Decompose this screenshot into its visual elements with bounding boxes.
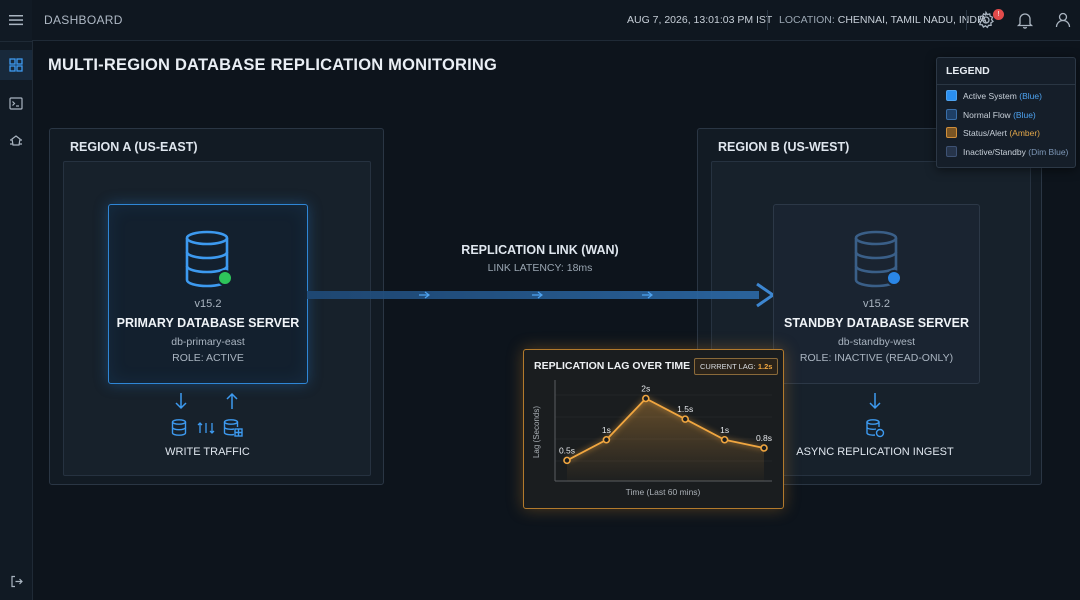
location-value: CHENNAI, TAMIL NADU, INDIA [837,14,987,26]
status-dot [217,270,233,286]
divider [767,10,768,30]
database-write-icon [170,418,190,443]
standby-server-card[interactable]: v15.2 STANDBY DATABASE SERVER db-standby… [773,204,980,384]
legend-item: Normal Flow (Blue) [946,108,1036,122]
sidebar [0,0,33,600]
bug-nav-icon[interactable] [0,126,32,156]
status-dot [886,270,902,286]
legend-label: Inactive/Standby [963,147,1026,157]
current-lag-value: 1.2s [757,362,773,371]
menu-icon[interactable] [0,5,32,35]
legend-accent: (Amber) [1009,128,1041,138]
legend-accent: (Blue) [1019,91,1042,101]
data-point [720,435,729,444]
location: LOCATION: CHENNAI, TAMIL NADU, INDIA [779,0,987,40]
legend-panel: LEGEND Active System (Blue) Normal Flow … [936,57,1076,168]
write-traffic-label: WRITE TRAFFIC [165,446,250,458]
arrow-up-icon [225,392,239,415]
terminal-nav-icon[interactable] [0,88,32,118]
divider [966,10,967,30]
legend-label: Normal Flow [963,110,1011,120]
lag-area [567,398,764,481]
database-sync-icon [865,418,885,443]
legend-label: Active System [963,91,1017,101]
data-point [681,415,689,423]
logout-icon[interactable] [0,566,32,596]
dashboard-nav-icon[interactable] [0,50,32,80]
location-label: LOCATION: [779,14,835,26]
async-ingest-label: ASYNC REPLICATION INGEST [796,446,954,458]
server-role: ROLE: INACTIVE (READ-ONLY) [799,352,954,364]
bell-icon[interactable] [1015,10,1035,30]
server-host: db-standby-west [837,336,916,348]
data-label: 1s [602,425,611,435]
chart-title: REPLICATION LAG OVER TIME [534,360,691,372]
data-label: 0.8s [756,433,772,443]
server-name: PRIMARY DATABASE SERVER [116,316,300,330]
data-label: 1.5s [677,404,693,414]
legend-item: Active System (Blue) [946,89,1042,103]
top-bar: DASHBOARD AUG 7, 2026, 13:01:03 PM IST L… [32,0,1080,41]
data-point [602,435,611,444]
lag-chart-svg: 0.5s 1s 2s 1.5s 1s 0.8s Lag (Seconds) Time (L… [532,380,772,497]
current-lag-badge: CURRENT LAG: 1.2s [694,358,779,375]
server-name: STANDBY DATABASE SERVER [784,316,969,330]
legend-label: Status/Alert [963,128,1007,138]
arrow-down-icon [868,392,882,415]
replication-lag-chart-panel: REPLICATION LAG OVER TIME CURRENT LAG: 1… [523,349,784,509]
current-lag-label: CURRENT LAG: [700,362,756,371]
page-title: MULTI-REGION DATABASE REPLICATION MONITO… [48,56,498,74]
data-point [563,456,571,465]
region-b-title: REGION B (US-WEST) [718,140,850,154]
lag-line [566,397,765,462]
data-label: 0.5s [559,445,575,455]
server-host: db-primary-east [171,336,245,348]
database-grid-icon [222,418,244,443]
data-label: 2s [641,384,650,394]
notification-badge: ! [993,9,1004,20]
server-role: ROLE: ACTIVE [172,352,244,364]
divider [937,84,1075,85]
gear-icon[interactable] [976,10,996,30]
database-icon [852,229,904,296]
legend-accent: (Blue) [1013,110,1036,120]
datetime: AUG 7, 2026, 13:01:03 PM IST [627,14,773,26]
sync-icon [197,420,215,441]
region-a-title: REGION A (US-EAST) [70,140,198,154]
server-version: v15.2 [863,298,890,310]
replication-link-title: REPLICATION LINK (WAN) [461,243,619,257]
data-label: 1s [720,425,729,435]
data-point [760,444,768,452]
database-icon [183,229,235,296]
legend-accent: (Dim Blue) [1028,147,1069,157]
legend-title: LEGEND [946,65,990,77]
legend-swatch [946,90,957,102]
dashboard-title: DASHBOARD [44,13,123,27]
legend-item: Status/Alert (Amber) [946,126,1040,140]
user-icon[interactable] [1053,10,1073,30]
data-point [642,394,650,403]
x-axis-label: Time (Last 60 mins) [626,487,701,497]
server-version: v15.2 [194,298,222,310]
legend-item: Inactive/Standby (Dim Blue) [946,145,1068,159]
replication-link-arrow [307,282,777,313]
primary-server-card[interactable]: v15.2 PRIMARY DATABASE SERVER db-primary… [108,204,308,384]
arrow-down-icon [174,392,188,415]
y-axis-label: Lag (Seconds) [532,406,541,458]
link-latency: LINK LATENCY: 18ms [487,262,593,274]
legend-swatch [946,127,957,139]
legend-swatch [946,146,957,158]
legend-swatch [946,109,957,121]
